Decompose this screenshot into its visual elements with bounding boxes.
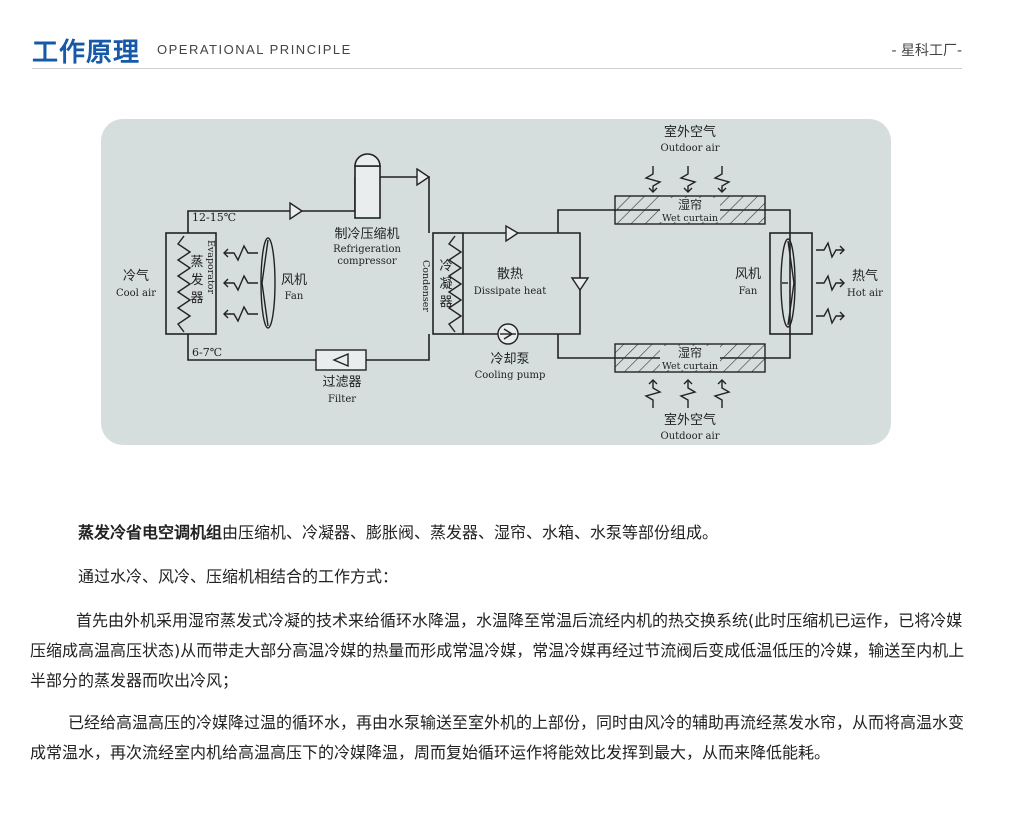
pump-label-en: Cooling pump <box>475 370 546 381</box>
pump-label-cn: 冷却泵 <box>490 352 529 367</box>
compressor-icon <box>354 153 381 219</box>
fan-right-label-en: Fan <box>739 286 758 297</box>
airflow-arrows-right <box>816 241 845 325</box>
method-paragraph: 通过水冷、风冷、压缩机相结合的工作方式： <box>78 567 399 586</box>
fan-left-label-en: Fan <box>285 291 304 302</box>
intro-paragraph: 蒸发冷省电空调机组由压缩机、冷凝器、膨胀阀、蒸发器、湿帘、水箱、水泵等部份组成。 <box>30 518 1013 548</box>
fan-right-label-cn: 风机 <box>735 267 761 282</box>
airflow-arrows-left <box>223 244 258 323</box>
hot-air-label-cn: 热气 <box>852 268 878 284</box>
section-header: 工作原理 OPERATIONAL PRINCIPLE - 星科工厂- <box>32 30 962 69</box>
compressor-label-en-2: compressor <box>337 256 396 267</box>
condenser-label-cn-1: 冷 <box>439 259 452 274</box>
water-pipe-outdoor <box>557 209 791 359</box>
fan-left-label-cn: 风机 <box>281 273 307 288</box>
outdoor-fan-icon <box>780 238 796 328</box>
filter-icon <box>315 349 367 371</box>
outdoor-air-arrows-bottom <box>644 379 731 408</box>
wet-curtain-top-label-en: Wet curtain <box>662 213 718 224</box>
cool-air-label-en: Cool air <box>116 288 156 299</box>
evaporator-label-cn-1: 蒸 <box>190 255 203 270</box>
outdoor-air-arrows-top <box>644 166 731 193</box>
brand-label: - 星科工厂- <box>891 43 962 59</box>
temp-high-label: 12-15℃ <box>192 211 236 224</box>
cooling-pump-icon <box>497 323 519 345</box>
condenser-label-cn-2: 凝 <box>439 276 452 292</box>
step-two-paragraph: 已经给高温高压的冷媒降过温的循环水，再由水泵输送至室外机的上部份，同时由风冷的辅… <box>30 713 965 762</box>
intro-bold-term: 蒸发冷省电空调机组 <box>78 523 223 542</box>
condenser-coil <box>447 235 463 333</box>
dissipate-label-en: Dissipate heat <box>474 286 547 297</box>
pipe-bottom <box>187 334 430 361</box>
filter-label-en: Filter <box>328 394 356 405</box>
wet-curtain-bottom-label-en: Wet curtain <box>662 361 718 372</box>
hot-air-label-en: Hot air <box>847 288 883 299</box>
flow-arrows <box>289 167 590 292</box>
working-principle-diagram: 12-15℃ 6-7℃ 冷气 Cool air 蒸 发 器 Evaporator… <box>101 119 891 445</box>
filter-label-cn: 过滤器 <box>322 375 361 390</box>
wet-curtain-bottom-label-cn: 湿帘 <box>678 345 702 360</box>
outdoor-bottom-label-cn: 室外空气 <box>664 412 716 428</box>
condenser-label-en: Condenser <box>420 260 431 312</box>
outdoor-fan-box <box>769 232 813 335</box>
intro-rest: 由压缩机、冷凝器、膨胀阀、蒸发器、湿帘、水箱、水泵等部份组成。 <box>222 523 719 542</box>
outdoor-top-label-cn: 室外空气 <box>664 124 716 140</box>
evaporator-box <box>165 232 217 335</box>
page-title: 工作原理 <box>32 38 141 68</box>
page-subtitle: OPERATIONAL PRINCIPLE <box>157 42 352 57</box>
outdoor-top-label-en: Outdoor air <box>661 143 720 154</box>
cool-air-label-cn: 冷气 <box>123 268 149 284</box>
temp-low-label: 6-7℃ <box>192 346 222 359</box>
condenser-box <box>432 232 464 335</box>
evaporator-label-cn-2: 发 <box>190 272 203 288</box>
outdoor-bottom-label-en: Outdoor air <box>661 431 720 442</box>
compressor-label-en-1: Refrigeration <box>333 244 401 255</box>
step-one-paragraph: 首先由外机采用湿帘蒸发式冷凝的技术来给循环水降温，水温降至常温后流经内机的热交换… <box>30 611 965 690</box>
evaporator-fan-icon <box>260 237 276 329</box>
condenser-label-cn-3: 器 <box>439 295 452 310</box>
diagram-background <box>101 119 891 445</box>
compressor-label-cn: 制冷压缩机 <box>334 226 399 242</box>
evaporator-coil <box>176 235 192 333</box>
dissipate-label-cn: 散热 <box>497 267 523 282</box>
evaporator-label-cn-3: 器 <box>190 291 203 306</box>
wet-curtain-top-label-cn: 湿帘 <box>678 197 702 212</box>
evaporator-label-en: Evaporator <box>205 240 216 295</box>
